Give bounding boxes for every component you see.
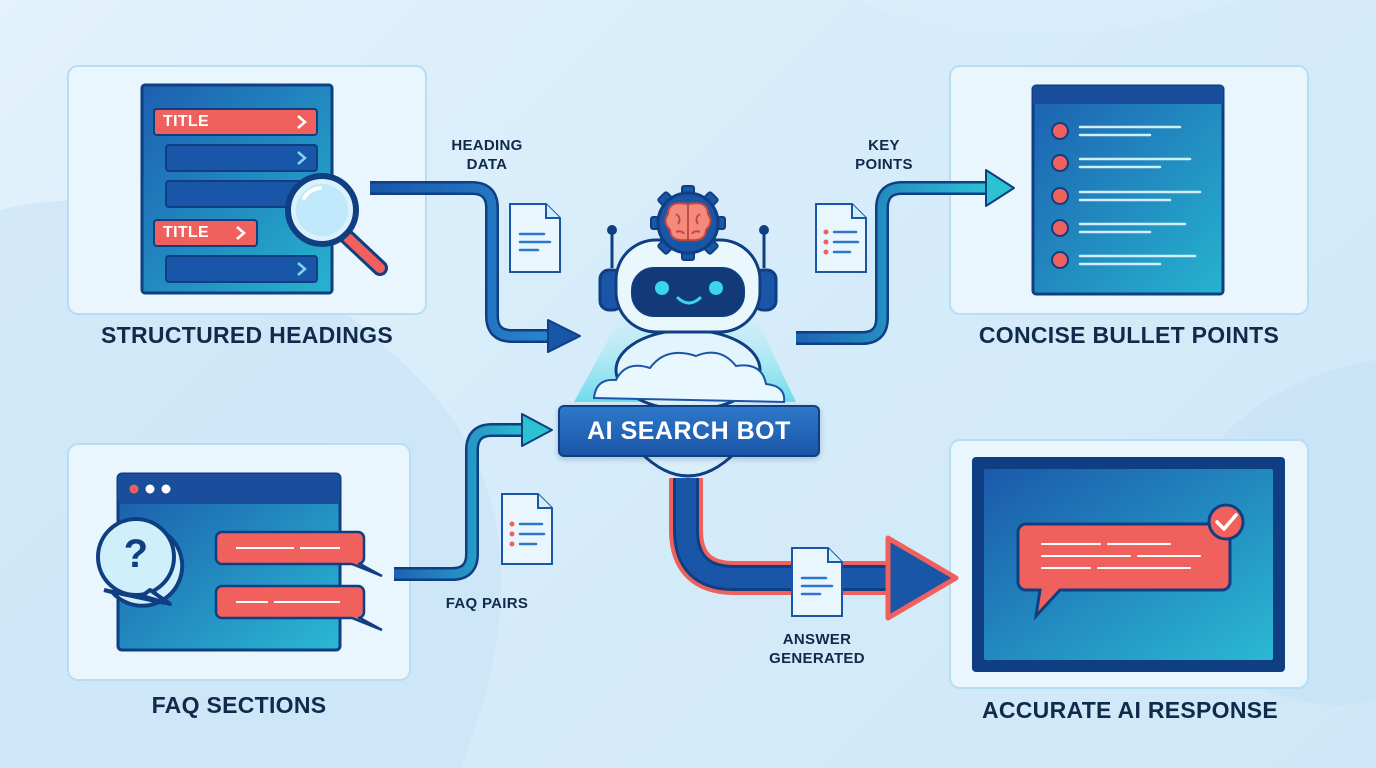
faq-sections-panel [67,443,411,681]
flow-key-points [796,169,1015,345]
faq-sections-title: FAQ SECTIONS [151,692,327,718]
flow-faq-pairs [394,413,553,581]
answer-generated-line-2: GENERATED [769,650,865,667]
concise-bullets-panel [949,65,1309,315]
faq-pairs-label: FAQ PAIRS [445,595,529,612]
structured-headings-panel [67,65,427,315]
heading-data-line-1: HEADING [451,137,523,154]
robot-icon [574,225,796,478]
question-bubble-icon [96,517,185,608]
concise-bullets-title: CONCISE BULLET POINTS [978,322,1280,348]
magnifier-icon [285,173,388,276]
question-mark-glyph: ? [123,532,149,576]
heading-data-line-2: DATA [466,156,508,173]
answer-generated-label: ANSWER GENERATED [752,630,882,668]
accurate-response-title: ACCURATE AI RESPONSE [981,697,1279,723]
document-icon-faq [501,493,553,565]
answer-generated-line-1: ANSWER [782,631,852,648]
key-points-line-1: KEY [868,137,900,154]
check-badge-icon [1207,503,1245,541]
flow-heading-data [370,181,581,353]
document-icon-answer [791,547,843,617]
heading-row-title-2: TITLE [163,224,209,241]
accurate-response-panel [949,439,1309,689]
document-icon-keypoints [815,203,867,273]
flow-answer-generated [669,478,959,621]
brain-gear-icon [650,185,726,261]
ai-search-bot-label: AI SEARCH BOT [558,405,820,457]
heading-row-title-1: TITLE [163,113,209,130]
structured-headings-title: STRUCTURED HEADINGS [101,322,393,348]
heading-data-label: HEADING DATA [432,136,542,174]
document-icon-heading [509,203,561,273]
key-points-line-2: POINTS [855,156,913,173]
key-points-label: KEY POINTS [844,136,924,174]
